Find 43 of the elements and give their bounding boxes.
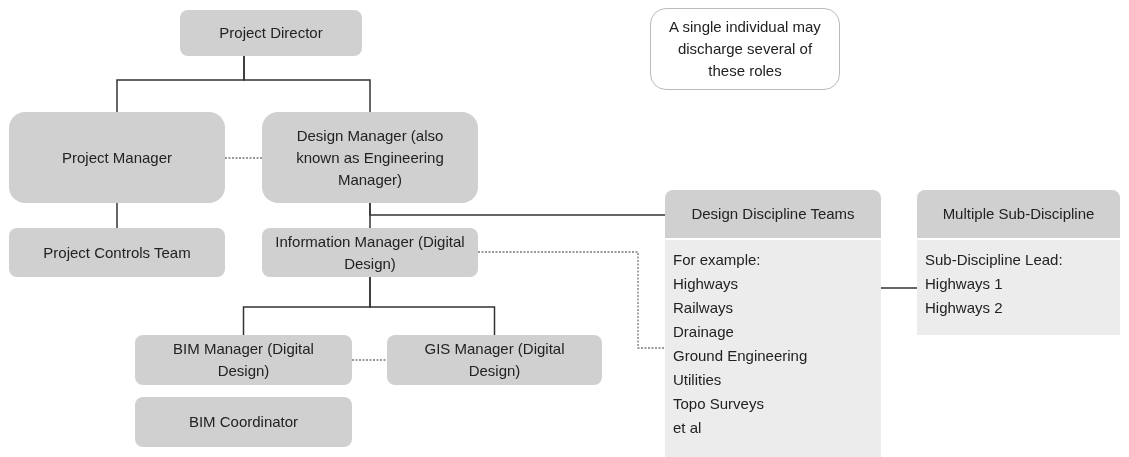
role-label: BIM Coordinator: [188, 412, 299, 432]
list-item: For example:: [673, 250, 761, 270]
role-label: Project Manager: [61, 147, 173, 168]
connector-line: [369, 202, 666, 216]
dotted-connector: [351, 359, 388, 361]
team-header: [917, 190, 1120, 238]
role-box: [9, 228, 225, 277]
role-box: [387, 335, 602, 385]
role-label: GIS Manager (Digital Design): [423, 339, 566, 381]
role-label: Information Manager (Digital Design): [274, 231, 466, 274]
team-list-panel: [917, 240, 1120, 335]
dotted-connector: [477, 251, 666, 349]
list-item: Ground Engineering: [673, 346, 808, 366]
role-box: [180, 10, 362, 56]
connector-line: [243, 55, 371, 113]
role-label: Project Controls Team: [43, 242, 191, 263]
list-item: Drainage: [673, 322, 734, 342]
role-label: BIM Manager (Digital Design): [172, 339, 315, 381]
list-item: Sub-Discipline Lead:: [925, 250, 1063, 270]
connector-line: [880, 287, 918, 289]
role-label: Multiple Sub-Discipline: [942, 204, 1095, 224]
list-item: Utilities: [673, 370, 722, 390]
list-item: Topo Surveys: [673, 394, 764, 414]
role-label: Project Director: [219, 23, 323, 43]
role-box: [262, 228, 478, 277]
connector-line: [116, 202, 118, 229]
dotted-connector: [224, 157, 263, 159]
role-box: [135, 335, 352, 385]
list-item: Highways: [673, 274, 739, 294]
list-item: Railways: [673, 298, 733, 318]
role-label: A single individual may discharge several of these roles: [668, 17, 822, 81]
team-header: [665, 190, 881, 238]
team-list-panel: [665, 240, 881, 457]
list-item: et al: [673, 418, 702, 438]
role-label: Design Discipline Teams: [691, 204, 855, 224]
connector-line: [369, 276, 496, 336]
role-label: Design Manager (also known as Engineering Manager): [295, 125, 445, 190]
list-item: Highways 2: [925, 298, 1003, 318]
note-box: [650, 8, 840, 90]
role-box: [262, 112, 478, 203]
list-item: Highways 1: [925, 274, 1003, 294]
role-box: [9, 112, 225, 203]
role-box: [135, 397, 352, 447]
